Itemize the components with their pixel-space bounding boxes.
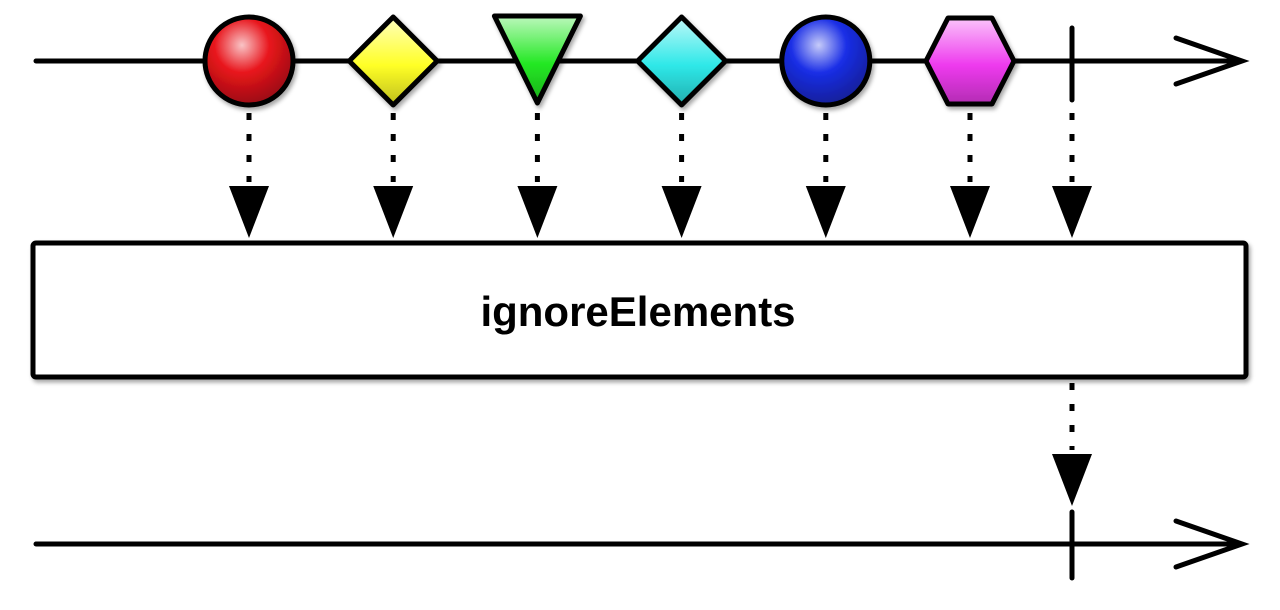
output-arrow [1052,383,1092,506]
input-arrow-green-triangle-head [517,186,558,238]
yellow-diamond-marble [346,14,440,108]
input-arrows [229,113,1092,238]
input-arrow-yellow-diamond-head [373,186,414,238]
input-arrow-magenta-hexagon-head [950,186,990,238]
input-arrow-completion-head [1052,186,1092,238]
source-timeline-arrowhead [1173,35,1250,87]
input-arrow-red-circle-head [229,186,269,238]
output-arrow-head [1052,454,1092,506]
red-circle-marble [202,14,296,108]
operator-box: ignoreElements [30,240,1249,380]
blue-circle-marble [779,14,873,108]
input-arrow-magenta-hexagon [950,113,990,238]
input-arrow-blue-circle [805,113,846,238]
green-triangle-marble [491,13,583,106]
result-timeline-arrowhead [1173,518,1250,570]
input-arrow-blue-circle-head [805,186,846,238]
input-arrow-red-circle [229,113,269,238]
input-arrow-green-triangle [517,113,558,238]
result-timeline [33,509,1250,581]
operator-label: ignoreElements [480,288,795,335]
input-arrow-cyan-diamond [661,113,702,238]
magenta-hexagon-marble [923,15,1017,107]
cyan-diamond-marble [635,14,729,108]
input-arrow-completion [1052,113,1092,238]
operator-box-frame [30,240,1249,380]
input-arrow-cyan-diamond-head [661,186,702,238]
source-items [202,13,1017,108]
input-arrow-yellow-diamond [373,113,414,238]
